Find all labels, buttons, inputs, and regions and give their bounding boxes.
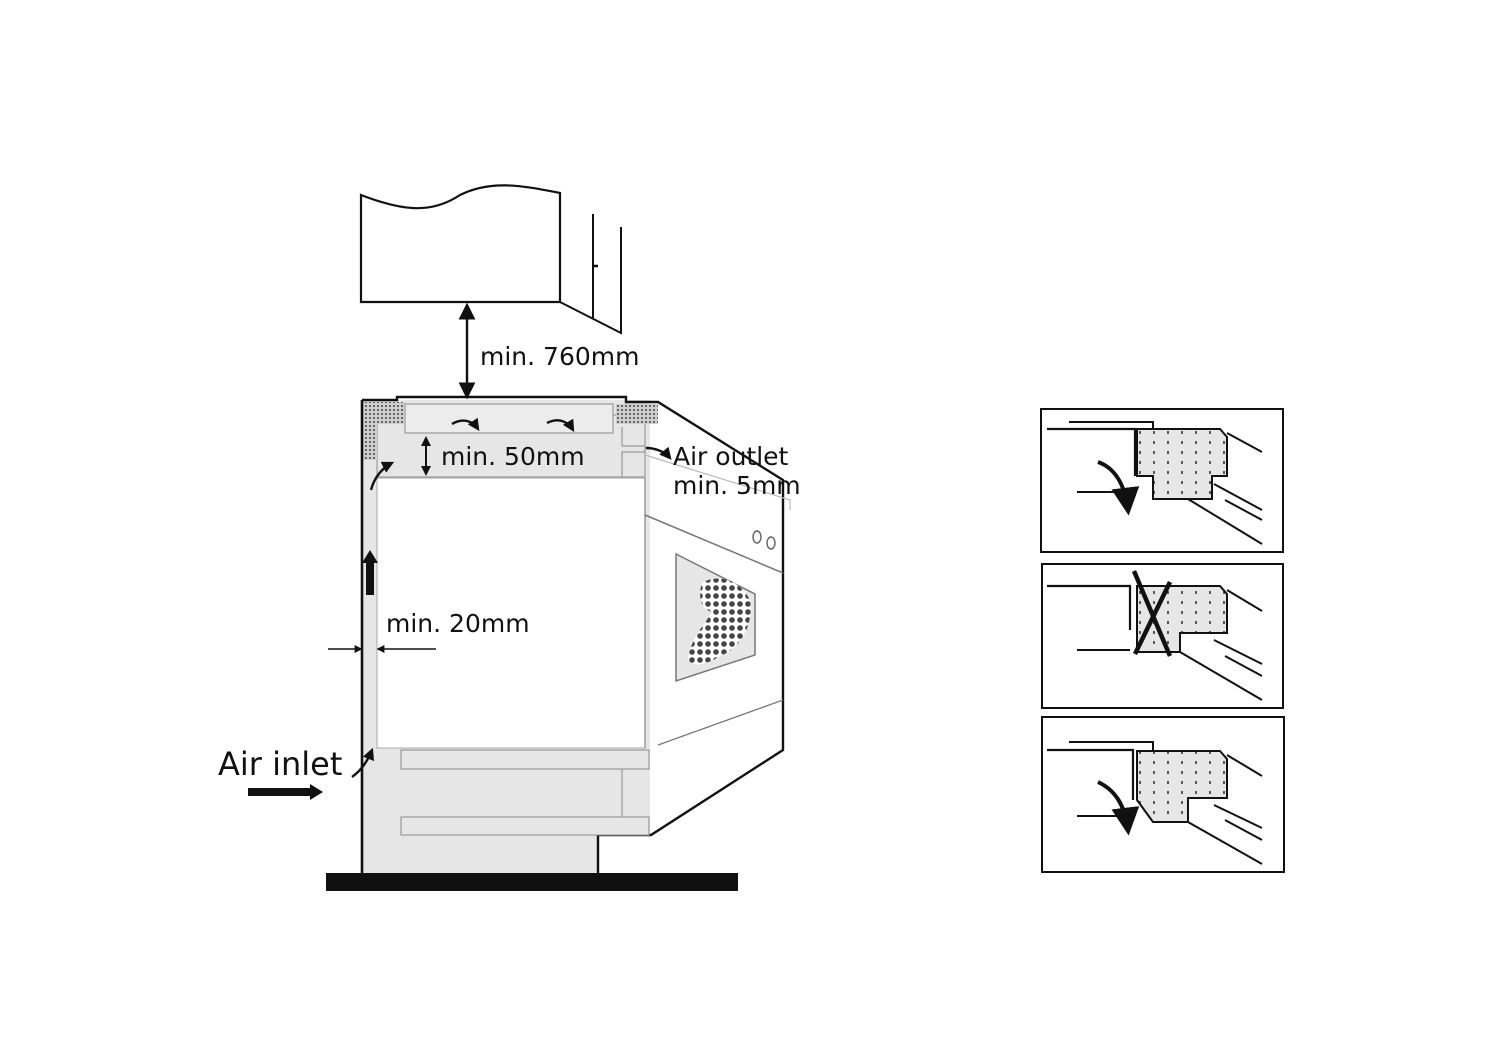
label-clearance-top: min. 760mm xyxy=(480,342,639,371)
right-arrow-icon xyxy=(248,784,323,800)
label-air-outlet: Air outlet xyxy=(673,442,789,471)
detail-panel-correct-2 xyxy=(1041,716,1285,873)
knob-icon xyxy=(766,536,776,550)
x-mark-icon xyxy=(1131,570,1173,657)
label-outlet-gap: min. 5mm xyxy=(673,471,801,500)
upper-cabinet xyxy=(359,184,622,335)
label-gap-hob: min. 50mm xyxy=(441,442,585,471)
knob-icon xyxy=(752,530,762,544)
label-air-inlet: Air inlet xyxy=(218,745,342,783)
floor xyxy=(326,873,738,891)
curved-arrow-icon xyxy=(1097,780,1140,836)
curved-arrow-icon xyxy=(351,417,672,778)
detail-panel-wrong xyxy=(1041,563,1284,709)
base-cabinet xyxy=(360,395,791,873)
label-side-gap: min. 20mm xyxy=(386,609,530,638)
up-arrow-icon xyxy=(362,550,378,595)
detail-panel-correct-1 xyxy=(1040,408,1284,553)
curved-arrow-icon xyxy=(1097,460,1140,516)
